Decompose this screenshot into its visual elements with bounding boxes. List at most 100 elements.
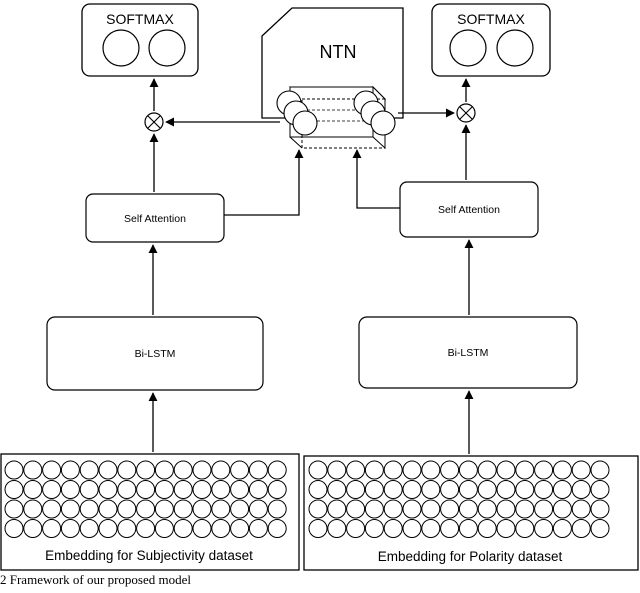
embedding-unit	[230, 460, 250, 480]
embedding-unit	[458, 499, 478, 519]
embedding-unit	[383, 499, 403, 519]
embedding-unit	[571, 480, 591, 499]
embedding-unit	[402, 480, 422, 499]
embedding-unit	[496, 499, 516, 519]
softmax-right-unit-1	[449, 29, 487, 67]
embedding-unit	[590, 480, 610, 499]
embedding-unit	[173, 499, 193, 519]
embedding-unit	[327, 460, 347, 480]
embedding-unit	[230, 480, 250, 499]
embedding-unit	[364, 480, 384, 499]
embedding-unit	[230, 499, 250, 519]
softmax-left-unit-2	[148, 29, 186, 67]
embedding-unit	[192, 499, 212, 519]
arrow-attention-right-to-ntn	[352, 149, 400, 209]
embedding-unit	[571, 460, 591, 480]
embedding-unit	[60, 499, 80, 519]
embedding-unit	[346, 460, 366, 480]
embedding-unit	[327, 480, 347, 499]
embedding-unit	[440, 460, 460, 480]
self-attention-left-box: Self Attention	[85, 193, 225, 243]
multiply-right-icon	[456, 103, 476, 123]
embedding-unit	[117, 480, 137, 499]
embedding-unit	[154, 480, 174, 499]
embedding-unit	[248, 499, 268, 519]
softmax-right-label: SOFTMAX	[457, 11, 525, 27]
bilstm-left-box: Bi-LSTM	[46, 316, 264, 391]
embedding-unit	[534, 499, 554, 519]
embedding-unit	[383, 519, 403, 538]
self-attention-left-label: Self Attention	[124, 213, 186, 225]
arrow-attention-left-to-ntn	[224, 149, 304, 216]
embedding-unit	[173, 460, 193, 480]
embedding-unit	[458, 480, 478, 499]
embedding-unit	[98, 460, 118, 480]
embedding-unit	[4, 460, 24, 480]
embedding-unit	[136, 499, 156, 519]
self-attention-right-label: Self Attention	[438, 204, 500, 216]
embedding-unit	[98, 480, 118, 499]
embedding-unit	[402, 499, 422, 519]
embedding-unit	[477, 460, 497, 480]
embedding-unit	[79, 480, 99, 499]
embedding-unit	[346, 499, 366, 519]
embedding-unit	[4, 519, 24, 538]
embedding-unit	[42, 480, 62, 499]
embedding-unit	[117, 519, 137, 538]
embedding-unit	[154, 460, 174, 480]
embedding-unit	[60, 480, 80, 499]
embedding-unit	[173, 519, 193, 538]
embedding-unit	[211, 519, 231, 538]
embedding-unit	[308, 499, 328, 519]
embedding-unit	[552, 519, 572, 538]
embedding-unit	[23, 519, 43, 538]
embedding-unit	[477, 519, 497, 538]
connections	[148, 78, 474, 454]
embedding-right-box: Embedding for Polarity dataset	[303, 455, 639, 571]
embedding-unit	[267, 499, 287, 519]
embedding-unit	[571, 499, 591, 519]
embedding-unit	[346, 480, 366, 499]
embedding-unit	[211, 480, 231, 499]
embedding-unit	[327, 499, 347, 519]
embedding-unit	[383, 480, 403, 499]
embedding-unit	[458, 519, 478, 538]
embedding-unit	[440, 499, 460, 519]
embedding-unit	[79, 460, 99, 480]
embedding-unit	[534, 480, 554, 499]
embedding-unit	[477, 480, 497, 499]
ntn-left-unit-3	[292, 110, 318, 136]
embedding-unit	[534, 460, 554, 480]
embedding-unit	[42, 460, 62, 480]
embedding-unit	[267, 480, 287, 499]
embedding-unit	[571, 519, 591, 538]
embedding-left-box: Embedding for Subjectivity dataset	[0, 453, 300, 571]
embedding-unit	[60, 519, 80, 538]
embedding-unit	[248, 519, 268, 538]
embedding-unit	[402, 460, 422, 480]
embedding-unit	[267, 519, 287, 538]
embedding-unit	[192, 519, 212, 538]
embedding-unit	[421, 519, 441, 538]
embedding-unit	[60, 460, 80, 480]
embedding-unit	[364, 460, 384, 480]
embedding-unit	[308, 460, 328, 480]
ntn-block: NTN	[261, 7, 404, 150]
embedding-right-grid	[308, 460, 610, 538]
embedding-unit	[211, 499, 231, 519]
embedding-unit	[515, 480, 535, 499]
softmax-left-box: SOFTMAX	[81, 3, 199, 77]
embedding-unit	[211, 460, 231, 480]
embedding-unit	[98, 519, 118, 538]
embedding-unit	[552, 460, 572, 480]
embedding-unit	[534, 519, 554, 538]
embedding-unit	[117, 499, 137, 519]
embedding-unit	[136, 480, 156, 499]
embedding-unit	[440, 519, 460, 538]
embedding-unit	[154, 519, 174, 538]
embedding-unit	[590, 499, 610, 519]
embedding-unit	[402, 519, 422, 538]
embedding-unit	[4, 480, 24, 499]
embedding-unit	[364, 499, 384, 519]
embedding-unit	[42, 499, 62, 519]
